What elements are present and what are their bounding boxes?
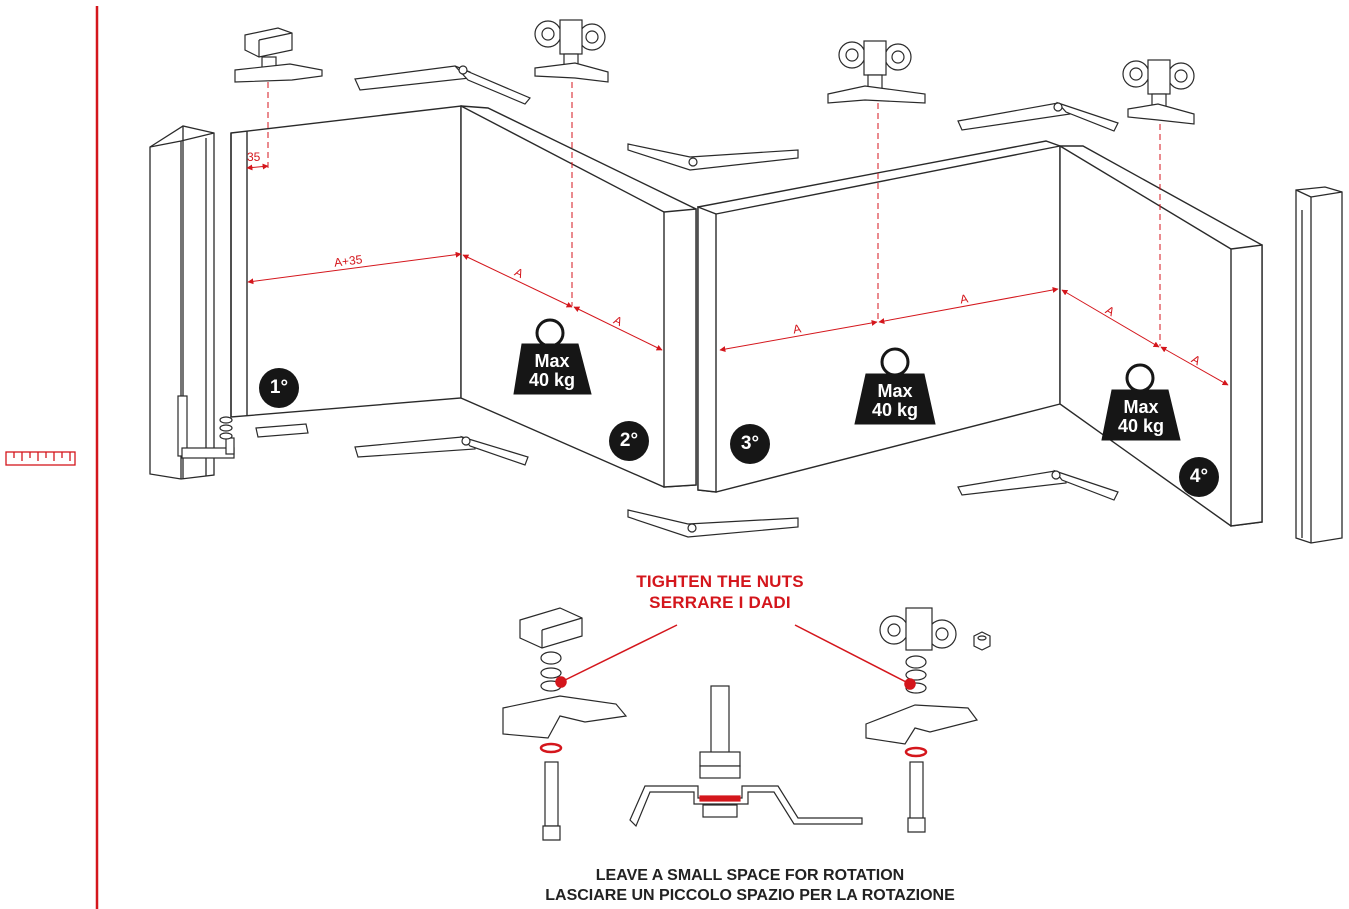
panel-2-badge: 2°: [609, 421, 649, 461]
callout-leaders: [555, 624, 916, 690]
hinge-plate-icon: [255, 65, 1119, 538]
rotation-italian: LASCIARE UN PICCOLO SPAZIO PER LA ROTAZI…: [545, 887, 955, 904]
weight-icon: [513, 318, 1181, 441]
weight-value: 40 kg: [871, 400, 919, 420]
ruler-icon: [5, 451, 76, 466]
weight-value: 40 kg: [528, 370, 576, 390]
right-jamb: [1295, 186, 1343, 544]
pivot-block-icon: [234, 27, 323, 83]
weight-max: Max: [1123, 397, 1159, 417]
panel-4-badge: 4°: [1179, 457, 1219, 497]
panel-2: [460, 105, 697, 488]
pivot-bracket-icon: [177, 395, 235, 459]
trolley-icon: [1122, 59, 1195, 125]
trolley-icon: [827, 40, 926, 104]
trolley-icon: [534, 19, 609, 83]
tighten-instruction: TIGHTEN THE NUTS SERRARE I DADI: [560, 571, 880, 613]
tighten-italian: SERRARE I DADI: [649, 593, 791, 612]
rotation-english: LEAVE A SMALL SPACE FOR ROTATION: [595, 867, 905, 884]
panel-3-badge: 3°: [730, 424, 770, 464]
weight-label: Max 40 kg: [522, 352, 582, 390]
weight-max: Max: [877, 381, 913, 401]
dim-offset-label: 35: [247, 150, 261, 164]
pivot-block-icon: [502, 607, 628, 841]
rotation-instruction: LEAVE A SMALL SPACE FOR ROTATION LASCIAR…: [460, 866, 1040, 906]
panel-1-badge: 1°: [259, 368, 299, 408]
alignment-guides: [267, 82, 1161, 346]
weight-label: Max 40 kg: [865, 382, 925, 420]
weight-max: Max: [534, 351, 570, 371]
weight-label: Max 40 kg: [1111, 398, 1171, 436]
nut-icon: [973, 631, 991, 651]
weight-value: 40 kg: [1117, 416, 1165, 436]
bolt-icon: [629, 685, 863, 828]
tighten-english: TIGHTEN THE NUTS: [636, 572, 804, 591]
trolley-icon: [865, 607, 979, 833]
dimension-lines: [246, 163, 1229, 386]
panel-4: [1059, 145, 1263, 527]
